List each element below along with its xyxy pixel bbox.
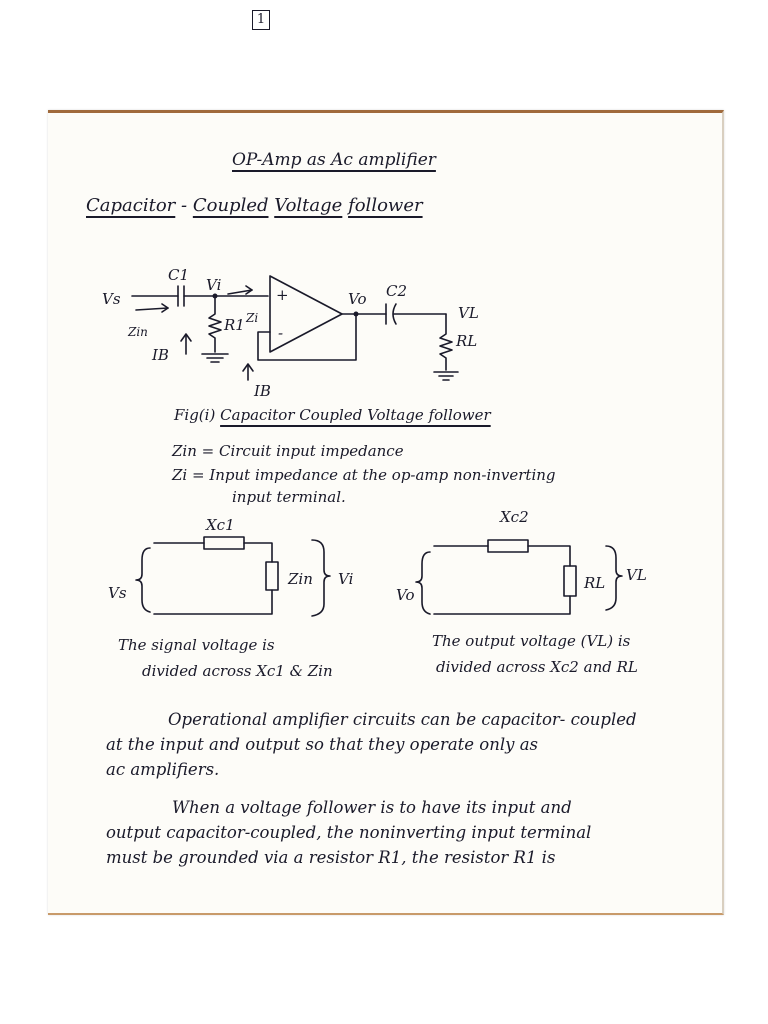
notebook-page — [48, 110, 724, 915]
circuit3-caption-line1: The output voltage (VL) is — [432, 632, 631, 650]
page-title: OP-Amp as Ac amplifier — [232, 150, 436, 170]
paragraph2-line2: output capacitor-coupled, the noninverti… — [106, 823, 592, 842]
definition-zi: Zi = Input impedance at the op-amp non-i… — [172, 466, 556, 484]
heading-word-follower: follower — [348, 195, 423, 216]
heading-word-capacitor: Capacitor — [86, 195, 176, 216]
definition-zin: Zin = Circuit input impedance — [172, 442, 404, 460]
definition-zi-continued: input terminal. — [232, 488, 346, 506]
heading-dash: - — [181, 195, 188, 216]
paragraph2-line1: When a voltage follower is to have its i… — [172, 798, 572, 817]
page-number: 1 — [252, 10, 270, 30]
circuit2-caption-line1: The signal voltage is — [118, 636, 275, 654]
circuit2-caption-line2: divided across Xc1 & Zin — [142, 662, 333, 680]
figure-caption: Fig(i) Capacitor Coupled Voltage followe… — [174, 406, 491, 424]
figure-caption-text: Capacitor Coupled Voltage follower — [220, 406, 491, 424]
heading-word-voltage: Voltage — [274, 195, 343, 216]
heading-word-coupled: Coupled — [192, 195, 269, 216]
figure-caption-prefix: Fig(i) — [174, 406, 216, 424]
paragraph1-line1: Operational amplifier circuits can be ca… — [168, 710, 637, 729]
paragraph2-line3: must be grounded via a resistor R1, the … — [106, 848, 556, 867]
paragraph1-line2: at the input and output so that they ope… — [106, 735, 539, 754]
section-heading: Capacitor - Coupled Voltage follower — [86, 195, 423, 216]
paragraph1-line3: ac amplifiers. — [106, 760, 220, 779]
circuit3-caption-line2: divided across Xc2 and RL — [436, 658, 638, 676]
